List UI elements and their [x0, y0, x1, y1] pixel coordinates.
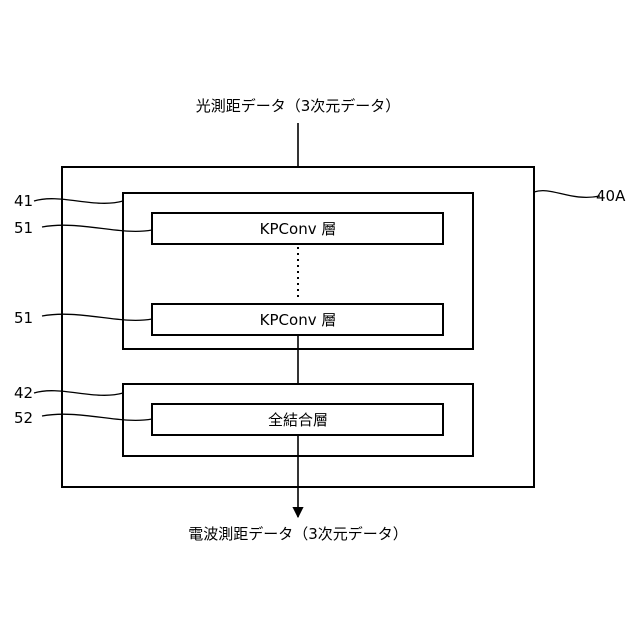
- input-data-label: 光測距データ（3次元データ）: [196, 97, 401, 115]
- fc-layer-label: 全結合層: [268, 411, 328, 429]
- outer-module-ref: 40A: [596, 187, 626, 205]
- kpconv-layer-ref-1: 51: [14, 219, 33, 237]
- fc-group-ref: 42: [14, 384, 33, 402]
- kpconv-layer-label-1: KPConv 層: [260, 220, 337, 238]
- outer-module-leader: [534, 191, 600, 198]
- kpconv-layer-ref-2: 51: [14, 309, 33, 327]
- fc-layer-ref: 52: [14, 409, 33, 427]
- output-data-label: 電波測距データ（3次元データ）: [188, 525, 408, 543]
- kpconv-layer-label-2: KPConv 層: [260, 311, 337, 329]
- conv-group-ref: 41: [14, 192, 33, 210]
